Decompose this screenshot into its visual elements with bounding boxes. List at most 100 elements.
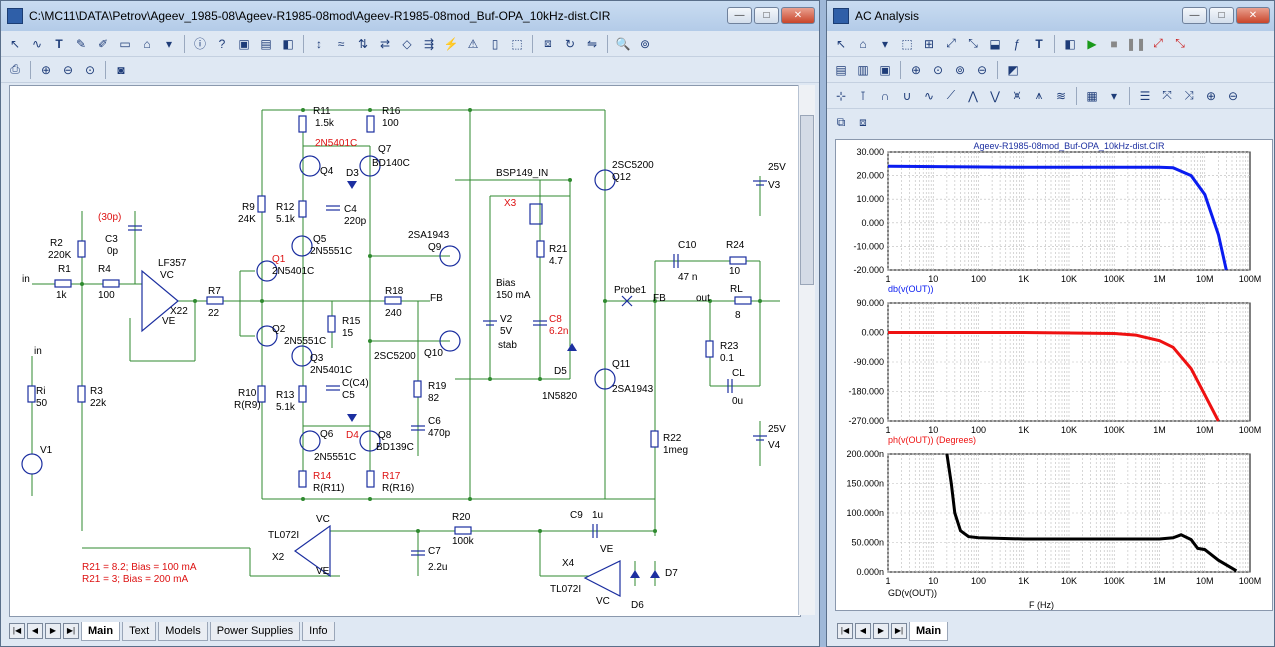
text-icon[interactable]: T [1035,36,1043,51]
ac-title-bar[interactable]: AC Analysis — □ ✕ [827,1,1274,31]
ac-close-button[interactable]: ✕ [1236,7,1270,24]
tab-main[interactable]: Main [81,621,121,641]
bus-icon[interactable]: ▭ [119,36,131,51]
scroll-thumb[interactable] [800,115,814,285]
zoom-in-icon[interactable]: ⊕ [910,62,922,77]
maximize-button[interactable]: □ [754,7,779,24]
node-numbers-icon[interactable]: ↕ [316,36,322,51]
cursor-icon[interactable]: ⤡ [968,36,978,50]
numeric-icon[interactable]: ▥ [857,62,869,77]
properties-icon[interactable]: ◧ [282,36,294,51]
top-icon[interactable]: ⩙ [1013,88,1021,102]
warning-icon[interactable]: ⚠ [467,36,479,51]
tab-models[interactable]: Models [158,621,208,641]
ac-maximize-button[interactable]: □ [1209,7,1234,24]
ac-prev-tab-button[interactable]: ◀ [855,623,871,639]
table-icon[interactable]: ▤ [835,62,847,77]
pin-icon[interactable]: ⇶ [423,36,435,51]
zoom-area-icon[interactable]: ⊚ [954,62,966,77]
slope-icon[interactable]: ⟋ [946,88,956,102]
function-icon[interactable]: ƒ [1013,36,1021,51]
ac-minimize-button[interactable]: — [1182,7,1207,24]
zoom-in2-icon[interactable]: ⊕ [1205,88,1217,103]
tab-text[interactable]: Text [122,621,157,641]
scale-icon[interactable]: ⬚ [901,36,913,51]
zoom-fit-icon[interactable]: ⊙ [84,62,96,77]
first-tab-button[interactable]: |◀ [9,623,25,639]
frame-icon[interactable]: ⬚ [511,36,523,51]
find-icon[interactable]: 🔍 [615,36,631,51]
mirror-icon[interactable]: ⧈ [544,36,552,50]
tab-info[interactable]: Info [302,621,335,641]
pen-icon[interactable]: ✎ [75,36,87,51]
flash-icon[interactable]: ⚡ [443,36,459,51]
stepping-icon[interactable]: ⤢ [1153,36,1163,50]
last-tab-button[interactable]: ▶| [63,623,79,639]
wave-icon[interactable]: ≋ [1055,88,1067,103]
tag-icon[interactable]: ⬓ [989,36,1001,51]
fit-icon[interactable]: ⤧ [1162,88,1172,102]
ac-first-tab-button[interactable]: |◀ [837,623,853,639]
pan-icon[interactable]: ⤢ [946,36,956,50]
limits-icon[interactable]: ▣ [879,62,891,77]
valley-icon[interactable]: ⊺ [859,88,867,103]
paste-icon[interactable]: ⧈ [859,114,867,129]
optimize-icon[interactable]: ⤡ [1175,36,1185,50]
dropdown-icon[interactable]: ▾ [165,36,173,51]
power-icon[interactable]: ⇄ [379,36,391,51]
minimize-button[interactable]: — [727,7,752,24]
dropdown-icon[interactable]: ▾ [881,36,889,51]
dropdown2-icon[interactable]: ▾ [1110,88,1118,103]
properties-icon[interactable]: ◧ [1064,36,1076,51]
zoom-icon[interactable]: ⊞ [923,36,935,51]
select-icon[interactable]: ↖ [835,36,847,51]
grid-icon[interactable]: ▤ [260,36,272,51]
copy-icon[interactable]: ⧉ [836,114,846,129]
binoculars-icon[interactable]: ⊚ [639,36,651,51]
probe-icon[interactable]: ◇ [402,36,412,51]
ac-last-tab-button[interactable]: ▶| [891,623,907,639]
component-icon[interactable]: ⌂ [143,36,151,51]
next-tab-button[interactable]: ▶ [45,623,61,639]
rotate-icon[interactable]: ↻ [564,36,576,51]
component-icon[interactable]: ⌂ [859,36,867,51]
pause-icon[interactable]: ❚❚ [1125,36,1147,51]
ac-tab-main[interactable]: Main [909,621,949,641]
zoom-out-icon[interactable]: ⊖ [976,62,988,77]
ac-next-tab-button[interactable]: ▶ [873,623,889,639]
wire-icon[interactable]: ∿ [31,36,43,51]
text-icon[interactable]: T [55,36,63,51]
close-button[interactable]: ✕ [781,7,815,24]
page-icon[interactable]: ▯ [491,36,499,51]
title-bar[interactable]: C:\MC11\DATA\Petrov\Ageev_1985-08\Ageev-… [1,1,819,31]
attribute-icon[interactable]: ▣ [238,36,250,51]
clipboard-icon[interactable]: ▦ [1086,88,1098,103]
print-icon[interactable]: ⎙ [10,62,20,76]
zoom-in-icon[interactable]: ⊕ [40,62,52,77]
flip-icon[interactable]: ⇋ [586,36,598,51]
bottom-icon[interactable]: ⩚ [1035,88,1043,102]
run-icon[interactable]: ▶ [1087,36,1097,51]
tab-power-supplies[interactable]: Power Supplies [209,621,301,641]
peak-icon[interactable]: ⊹ [835,88,847,103]
pencil-icon[interactable]: ✐ [97,36,109,51]
select-icon[interactable]: ↖ [9,36,21,51]
info-icon[interactable]: ⓘ [193,37,206,51]
help-icon[interactable]: ? [218,36,226,51]
global-low-icon[interactable]: ⋁ [990,88,1000,103]
low-icon[interactable]: ∪ [902,88,912,103]
schematic-vscroll[interactable] [798,85,815,615]
camera-icon[interactable]: ◙ [117,62,125,77]
current-icon[interactable]: ⇅ [357,36,369,51]
prev-tab-button[interactable]: ◀ [27,623,43,639]
zoom-fit-icon[interactable]: ⊙ [932,62,944,77]
stop-icon[interactable]: ■ [1110,36,1118,51]
inflection-icon[interactable]: ∿ [923,88,935,103]
voltage-icon[interactable]: ≈ [337,36,345,51]
zoom-out2-icon[interactable]: ⊖ [1227,88,1239,103]
